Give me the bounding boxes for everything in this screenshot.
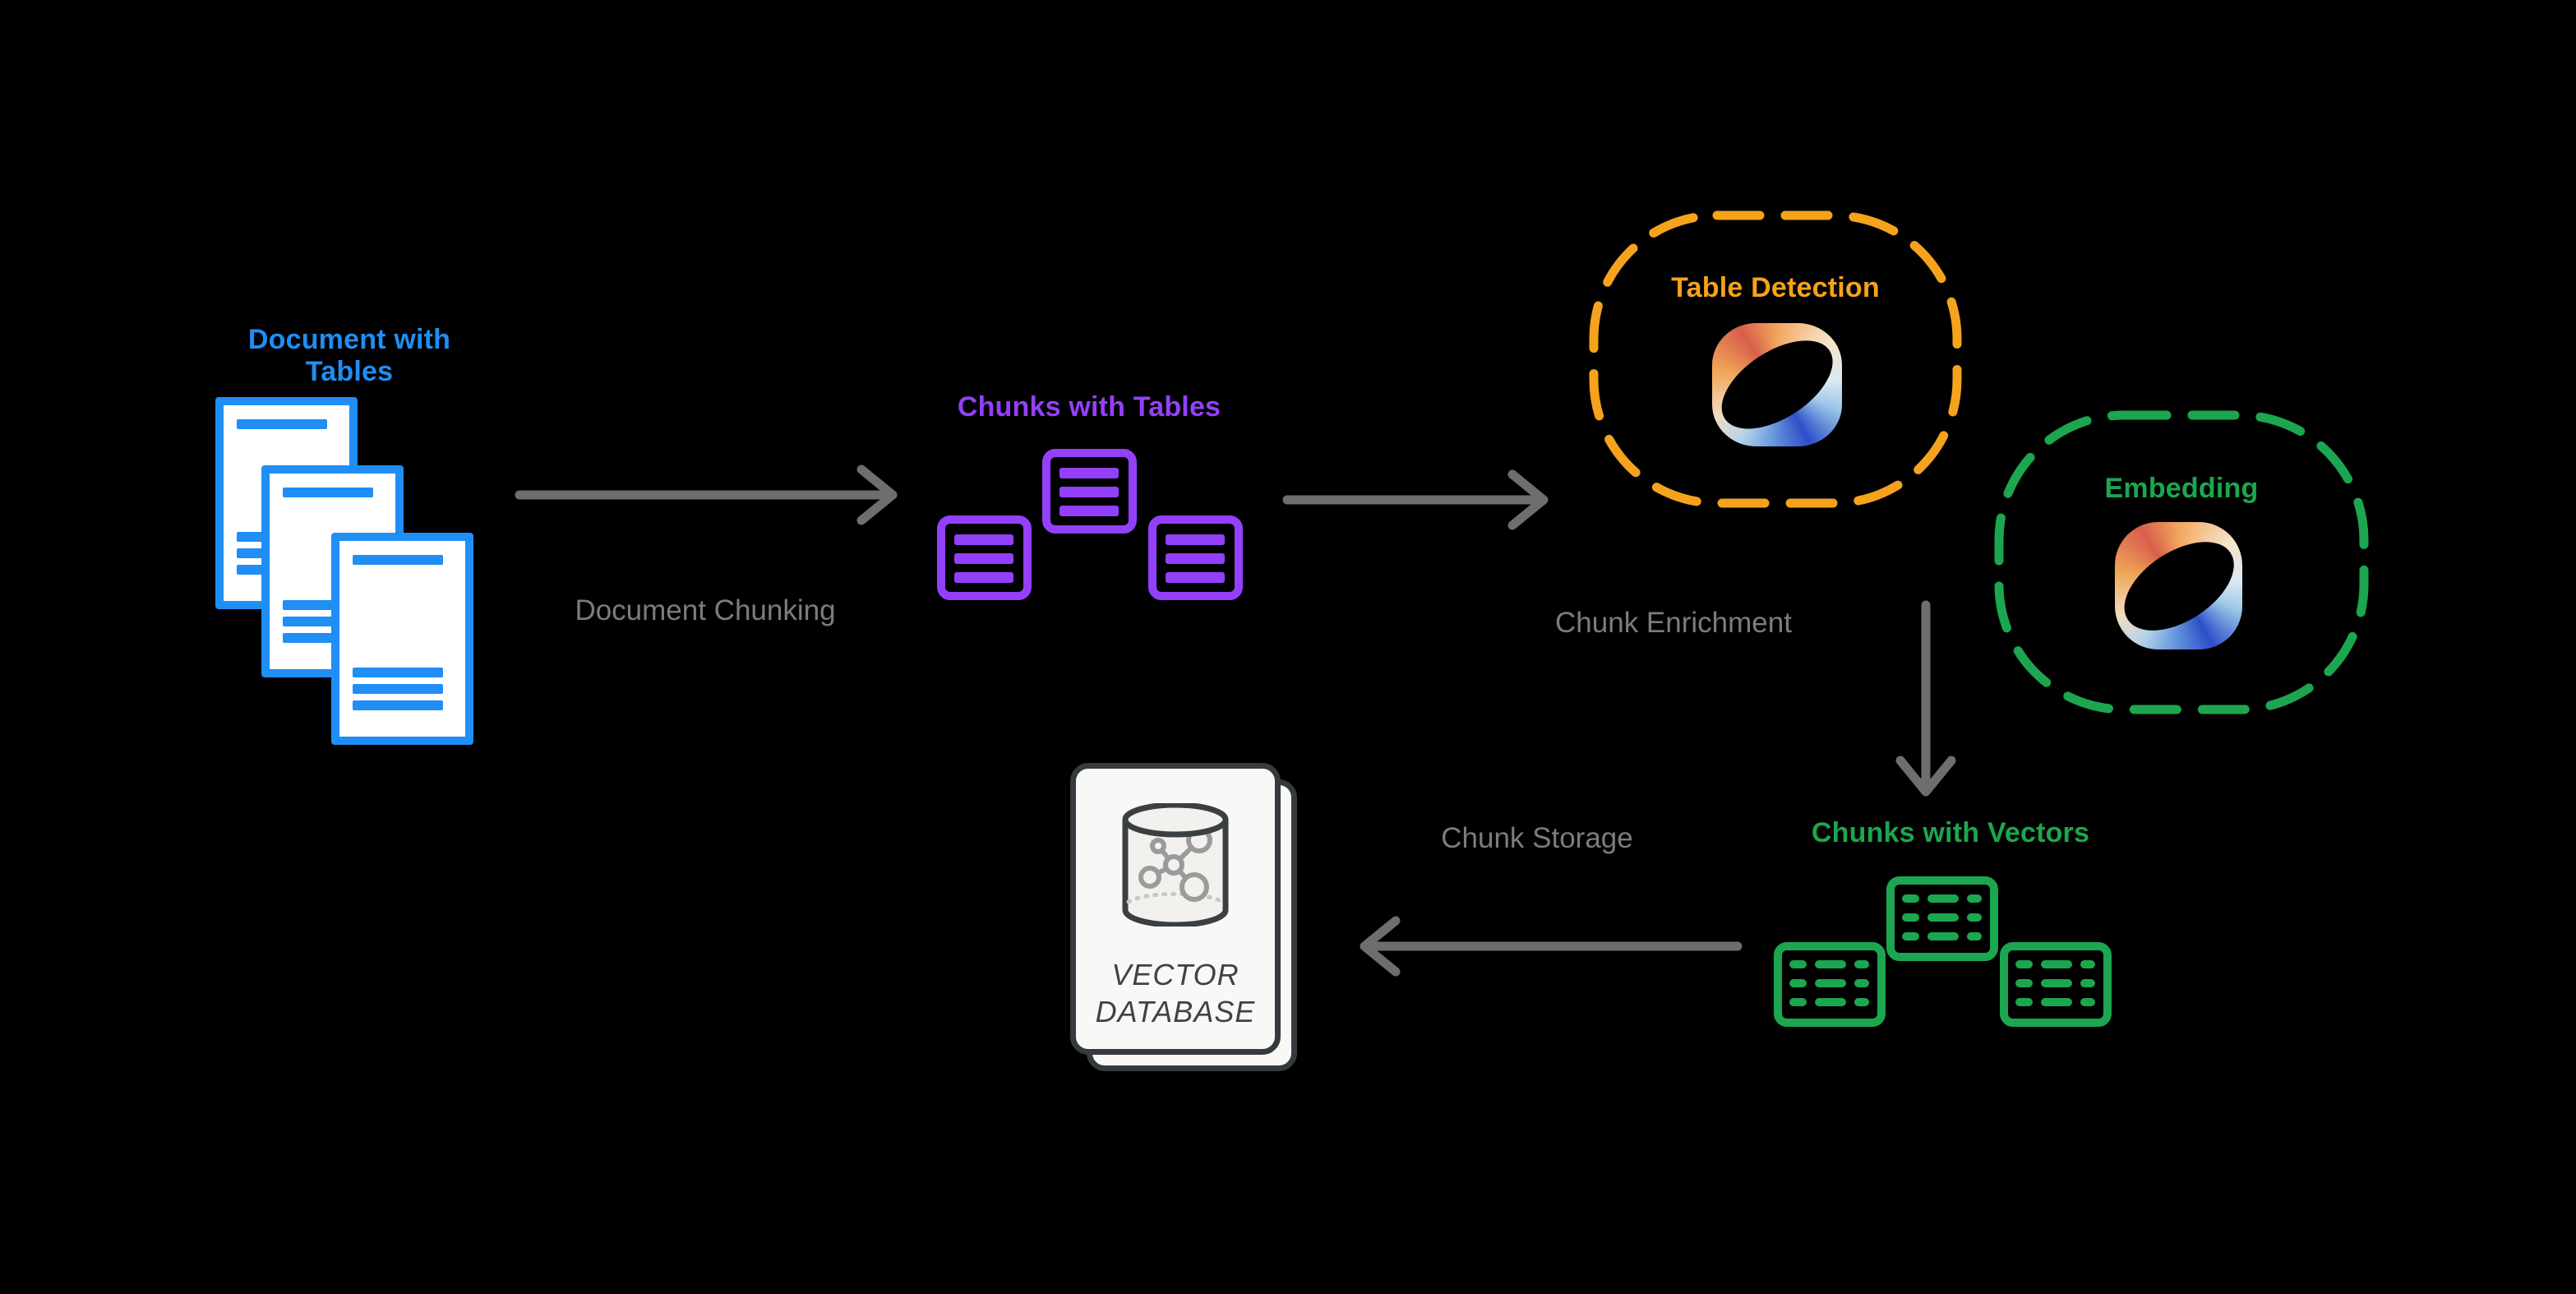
chunk-bar — [954, 534, 1013, 545]
ai-model-logo-icon — [2108, 522, 2249, 649]
chunk-bar — [954, 572, 1013, 583]
chunk-bar — [954, 553, 1013, 564]
chunk-card — [937, 515, 1032, 600]
edge-label-chunk-enrichment: Chunk Enrichment — [1555, 607, 1792, 639]
doc-text-line — [353, 700, 443, 710]
vector-table-card — [1886, 876, 1998, 961]
chunks-with-tables-label: Chunks with Tables — [957, 391, 1221, 423]
arrow-chunk-enrichment — [1282, 469, 1549, 530]
doc-title-line — [283, 488, 373, 497]
chunk-bar — [1059, 506, 1119, 516]
ai-model-logo-icon — [1706, 322, 1848, 447]
chunk-bar — [1059, 487, 1119, 497]
vector-table-card — [1774, 942, 1886, 1027]
arrow-document-chunking — [515, 464, 898, 525]
vector-database-label-line2: DATABASE — [1095, 995, 1256, 1028]
vector-database-label: VECTOR DATABASE — [1076, 956, 1275, 1030]
database-cylinder-icon — [1122, 803, 1229, 927]
embedding-label: Embedding — [2104, 473, 2259, 504]
doc-text-line — [353, 668, 443, 677]
chunk-bar — [1166, 534, 1225, 545]
table-detection-label: Table Detection — [1671, 272, 1880, 303]
chunk-bar — [1166, 553, 1225, 564]
chunk-bar — [1166, 572, 1225, 583]
document-page — [331, 533, 473, 745]
edge-label-document-chunking: Document Chunking — [575, 594, 836, 626]
vector-database-label-line1: VECTOR — [1111, 958, 1240, 991]
vector-table-card — [2000, 942, 2112, 1027]
vector-database-card: VECTOR DATABASE — [1070, 763, 1281, 1055]
chunk-card — [1042, 449, 1137, 534]
documents-label: Document with Tables — [247, 324, 451, 387]
chunk-card — [1148, 515, 1243, 600]
chunks-with-vectors-label: Chunks with Vectors — [1811, 817, 2090, 848]
doc-title-line — [353, 555, 443, 565]
chunk-bar — [1059, 468, 1119, 478]
arrow-enrichment-to-vectors — [1895, 600, 1956, 797]
arrow-chunk-storage — [1360, 916, 1743, 977]
embedding-dashed-border — [1994, 410, 2369, 714]
doc-title-line — [237, 419, 327, 429]
doc-text-line — [353, 684, 443, 694]
edge-label-chunk-storage: Chunk Storage — [1441, 822, 1633, 854]
